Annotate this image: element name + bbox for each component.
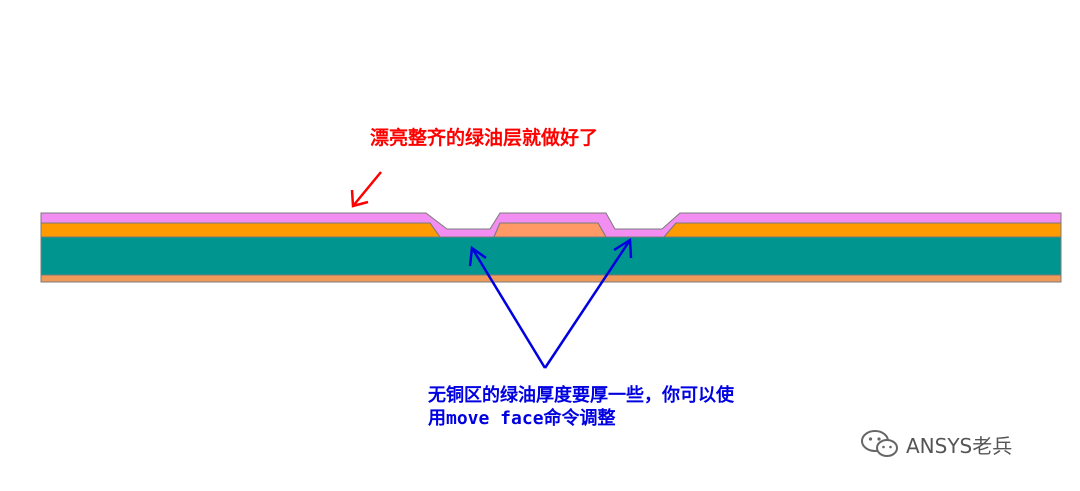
top-annotation: 漂亮整齐的绿油层就做好了	[370, 127, 599, 149]
copper-pad-center	[493, 222, 607, 238]
red-arrow	[350, 171, 382, 208]
bottom-annotation: 无铜区的绿油厚度要厚一些，你可以使 用move face命令调整	[428, 384, 734, 430]
wechat-icon	[861, 430, 898, 457]
watermark-text: ANSYS老兵	[906, 433, 1013, 458]
blue-arrow-left	[468, 245, 547, 369]
core-layer	[40, 235, 1062, 276]
copper-layer-right	[662, 222, 1062, 238]
bottom-annotation-line2: 用move face命令调整	[428, 408, 616, 429]
blue-arrow-right	[543, 237, 633, 369]
bottom-annotation-line1: 无铜区的绿油厚度要厚一些，你可以使	[428, 385, 734, 406]
copper-layer-left	[40, 222, 441, 238]
watermark: ANSYS老兵	[860, 428, 1012, 460]
